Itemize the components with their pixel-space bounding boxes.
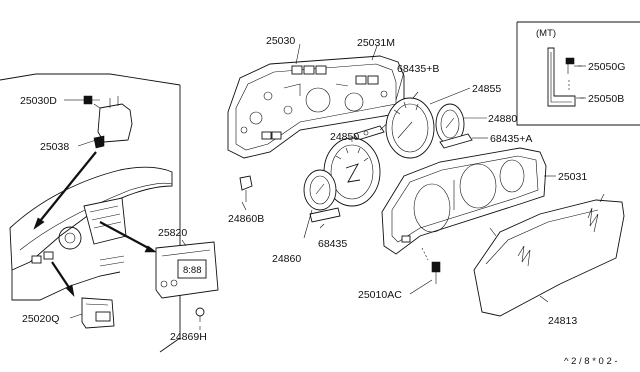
- label-68435: 68435: [318, 238, 347, 250]
- label-25030: 25030: [266, 35, 295, 47]
- bulb-24869h: [195, 307, 205, 322]
- inset-label: (MT): [536, 28, 556, 39]
- meter-housing-25030: [227, 55, 405, 159]
- label-25038: 25038: [40, 141, 69, 153]
- part-labels: 25030 25031M 25030D 68435+B 24855 25038 …: [20, 35, 625, 367]
- strip-68435a: [439, 133, 473, 149]
- label-25820: 25820: [158, 227, 187, 239]
- label-24869h: 24869H: [170, 331, 207, 343]
- lens-24813: [473, 193, 625, 317]
- meter-cover-25031: [381, 147, 547, 255]
- label-24850: 24850: [330, 131, 359, 143]
- label-68435a: 68435+A: [490, 133, 532, 145]
- clock-25820: 8:88: [155, 241, 219, 299]
- label-25030d: 25030D: [20, 95, 57, 107]
- label-68435b: 68435+B: [397, 63, 439, 75]
- clock-display-glyph: 8:88: [183, 265, 202, 276]
- label-25010ac: 25010AC: [358, 289, 402, 301]
- switch-25020q: [81, 297, 115, 329]
- label-25031: 25031: [558, 171, 587, 183]
- leader-lines: [64, 43, 586, 330]
- label-24813: 24813: [548, 315, 577, 327]
- switch-25038: [93, 96, 133, 149]
- socket-24860b: [239, 175, 253, 202]
- strip-68435: [309, 207, 341, 223]
- screw-25010ac: [421, 247, 441, 284]
- dashboard-assembly: [0, 73, 181, 353]
- label-25050b: 25050B: [588, 93, 624, 105]
- mt-inset-box: (MT): [516, 21, 640, 126]
- gauge-24855: [385, 97, 435, 159]
- footer-code: ^ 2 / 8 * 0 2 -: [564, 356, 618, 367]
- callout-arrows: [33, 151, 157, 297]
- gauge-24860: [303, 169, 337, 211]
- screw-25030d: [72, 95, 101, 109]
- label-25020q: 25020Q: [22, 313, 59, 325]
- label-24855: 24855: [472, 83, 501, 95]
- label-24860: 24860: [272, 253, 301, 265]
- label-25050g: 25050G: [588, 61, 625, 73]
- gauge-24850: [323, 137, 381, 207]
- label-24880: 24880: [488, 113, 517, 125]
- label-24860b: 24860B: [228, 213, 264, 225]
- label-25031m: 25031M: [357, 37, 395, 49]
